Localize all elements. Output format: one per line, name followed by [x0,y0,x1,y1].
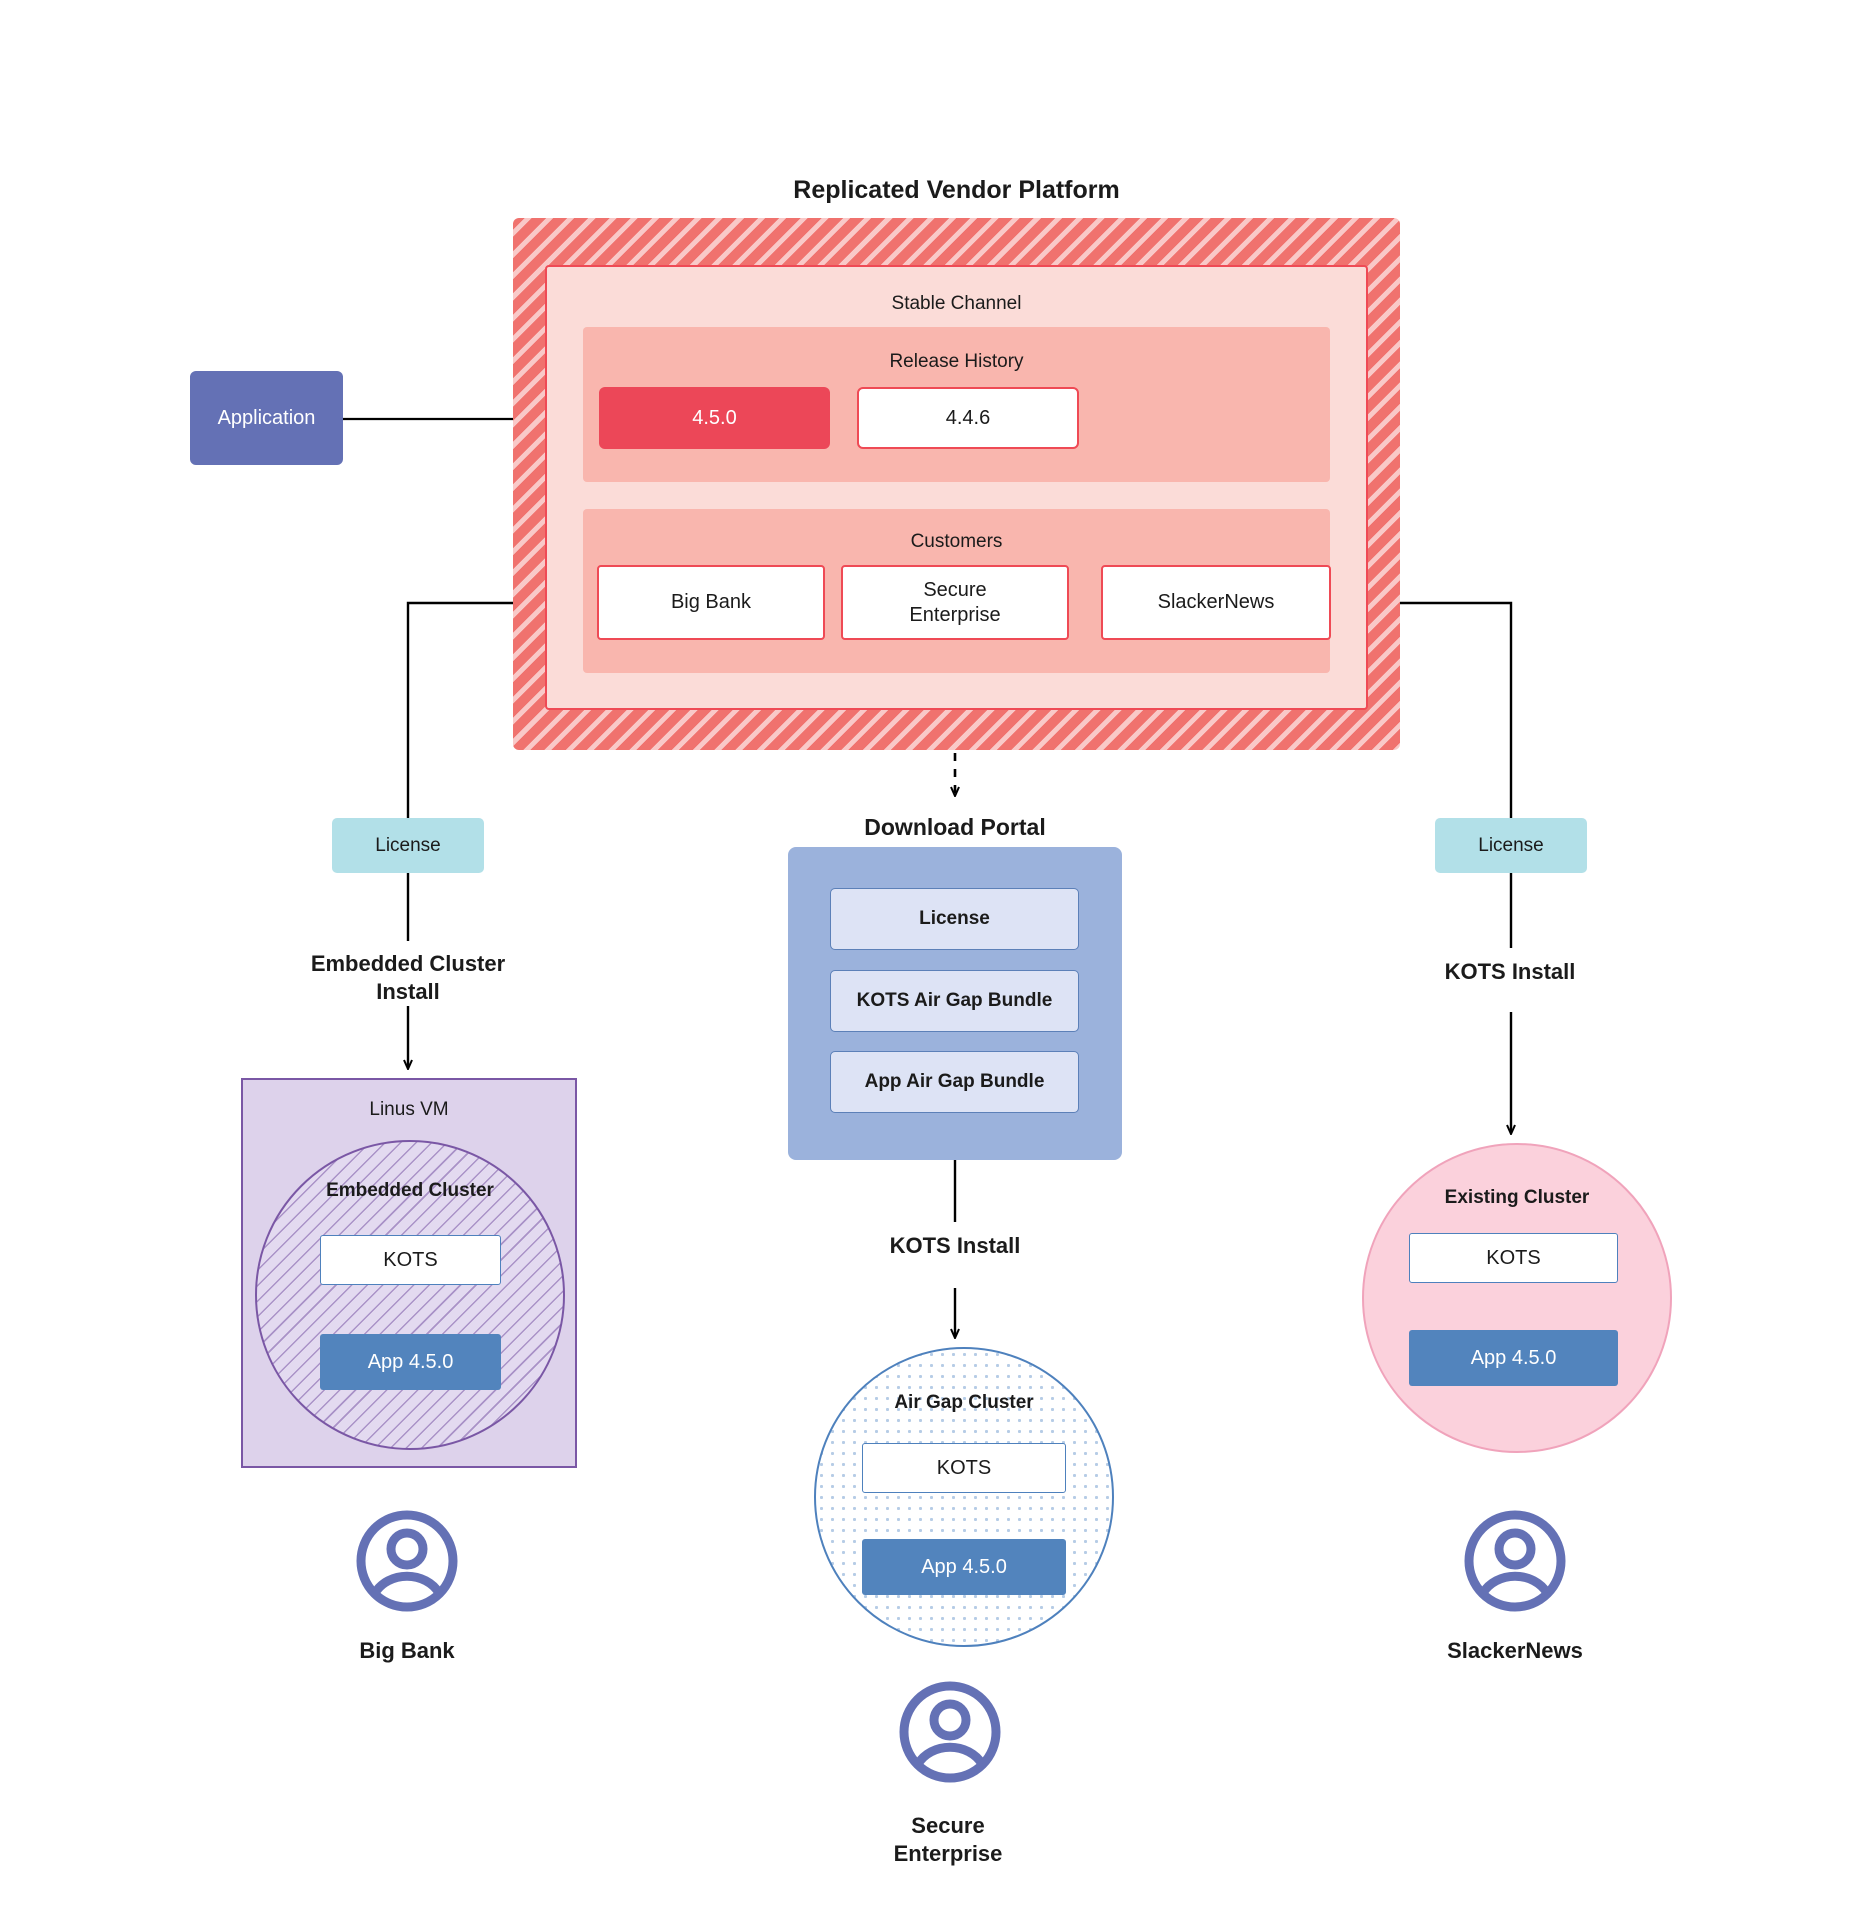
platform-title: Replicated Vendor Platform [793,176,1120,204]
app-node-existing[interactable]: App 4.5.0 [1409,1330,1618,1386]
end-user-label-slackernews: SlackerNews [1447,1638,1583,1663]
customers-title: Customers [910,531,1003,552]
flow-label-kots-install-right: KOTS Install [1444,959,1576,984]
kots-node-existing[interactable]: KOTS [1409,1233,1618,1283]
embedded-cluster-circle [255,1140,565,1450]
user-avatar-icon [1464,1510,1566,1612]
release-item-current[interactable]: 4.5.0 [599,387,830,449]
release-history-title: Release History [889,351,1024,372]
air-gap-cluster-title: Air Gap Cluster [894,1392,1034,1413]
release-item-previous[interactable]: 4.4.6 [857,387,1079,449]
customer-secure-enterprise[interactable]: Secure Enterprise [841,565,1069,640]
portal-item-license[interactable]: License [830,888,1079,950]
existing-cluster-circle [1362,1143,1672,1453]
flow-label-embedded-cluster-install: Embedded Cluster Install [310,951,506,1004]
application-node[interactable]: Application [190,371,343,465]
air-gap-cluster-circle [814,1347,1114,1647]
user-avatar-icon [356,1510,458,1612]
user-avatar-icon [899,1681,1001,1783]
end-user-label-secure-enterprise: Secure Enterprise [893,1813,1003,1866]
customer-big-bank[interactable]: Big Bank [597,565,825,640]
kots-node-embedded[interactable]: KOTS [320,1235,501,1285]
download-portal-title: Download Portal [864,814,1046,840]
portal-item-kots-air-gap-bundle[interactable]: KOTS Air Gap Bundle [830,970,1079,1032]
existing-cluster-title: Existing Cluster [1444,1187,1590,1208]
portal-item-app-air-gap-bundle[interactable]: App Air Gap Bundle [830,1051,1079,1113]
flow-label-kots-install-middle: KOTS Install [889,1233,1021,1258]
stable-channel-title: Stable Channel [891,293,1022,314]
linus-vm-title: Linus VM [369,1099,449,1120]
license-chip-left[interactable]: License [332,818,484,873]
end-user-label-big-bank: Big Bank [359,1638,455,1663]
app-node-airgap[interactable]: App 4.5.0 [862,1539,1066,1595]
app-node-embedded[interactable]: App 4.5.0 [320,1334,501,1390]
customer-slackernews[interactable]: SlackerNews [1101,565,1331,640]
license-chip-right[interactable]: License [1435,818,1587,873]
embedded-cluster-title: Embedded Cluster [326,1180,494,1201]
kots-node-airgap[interactable]: KOTS [862,1443,1066,1493]
